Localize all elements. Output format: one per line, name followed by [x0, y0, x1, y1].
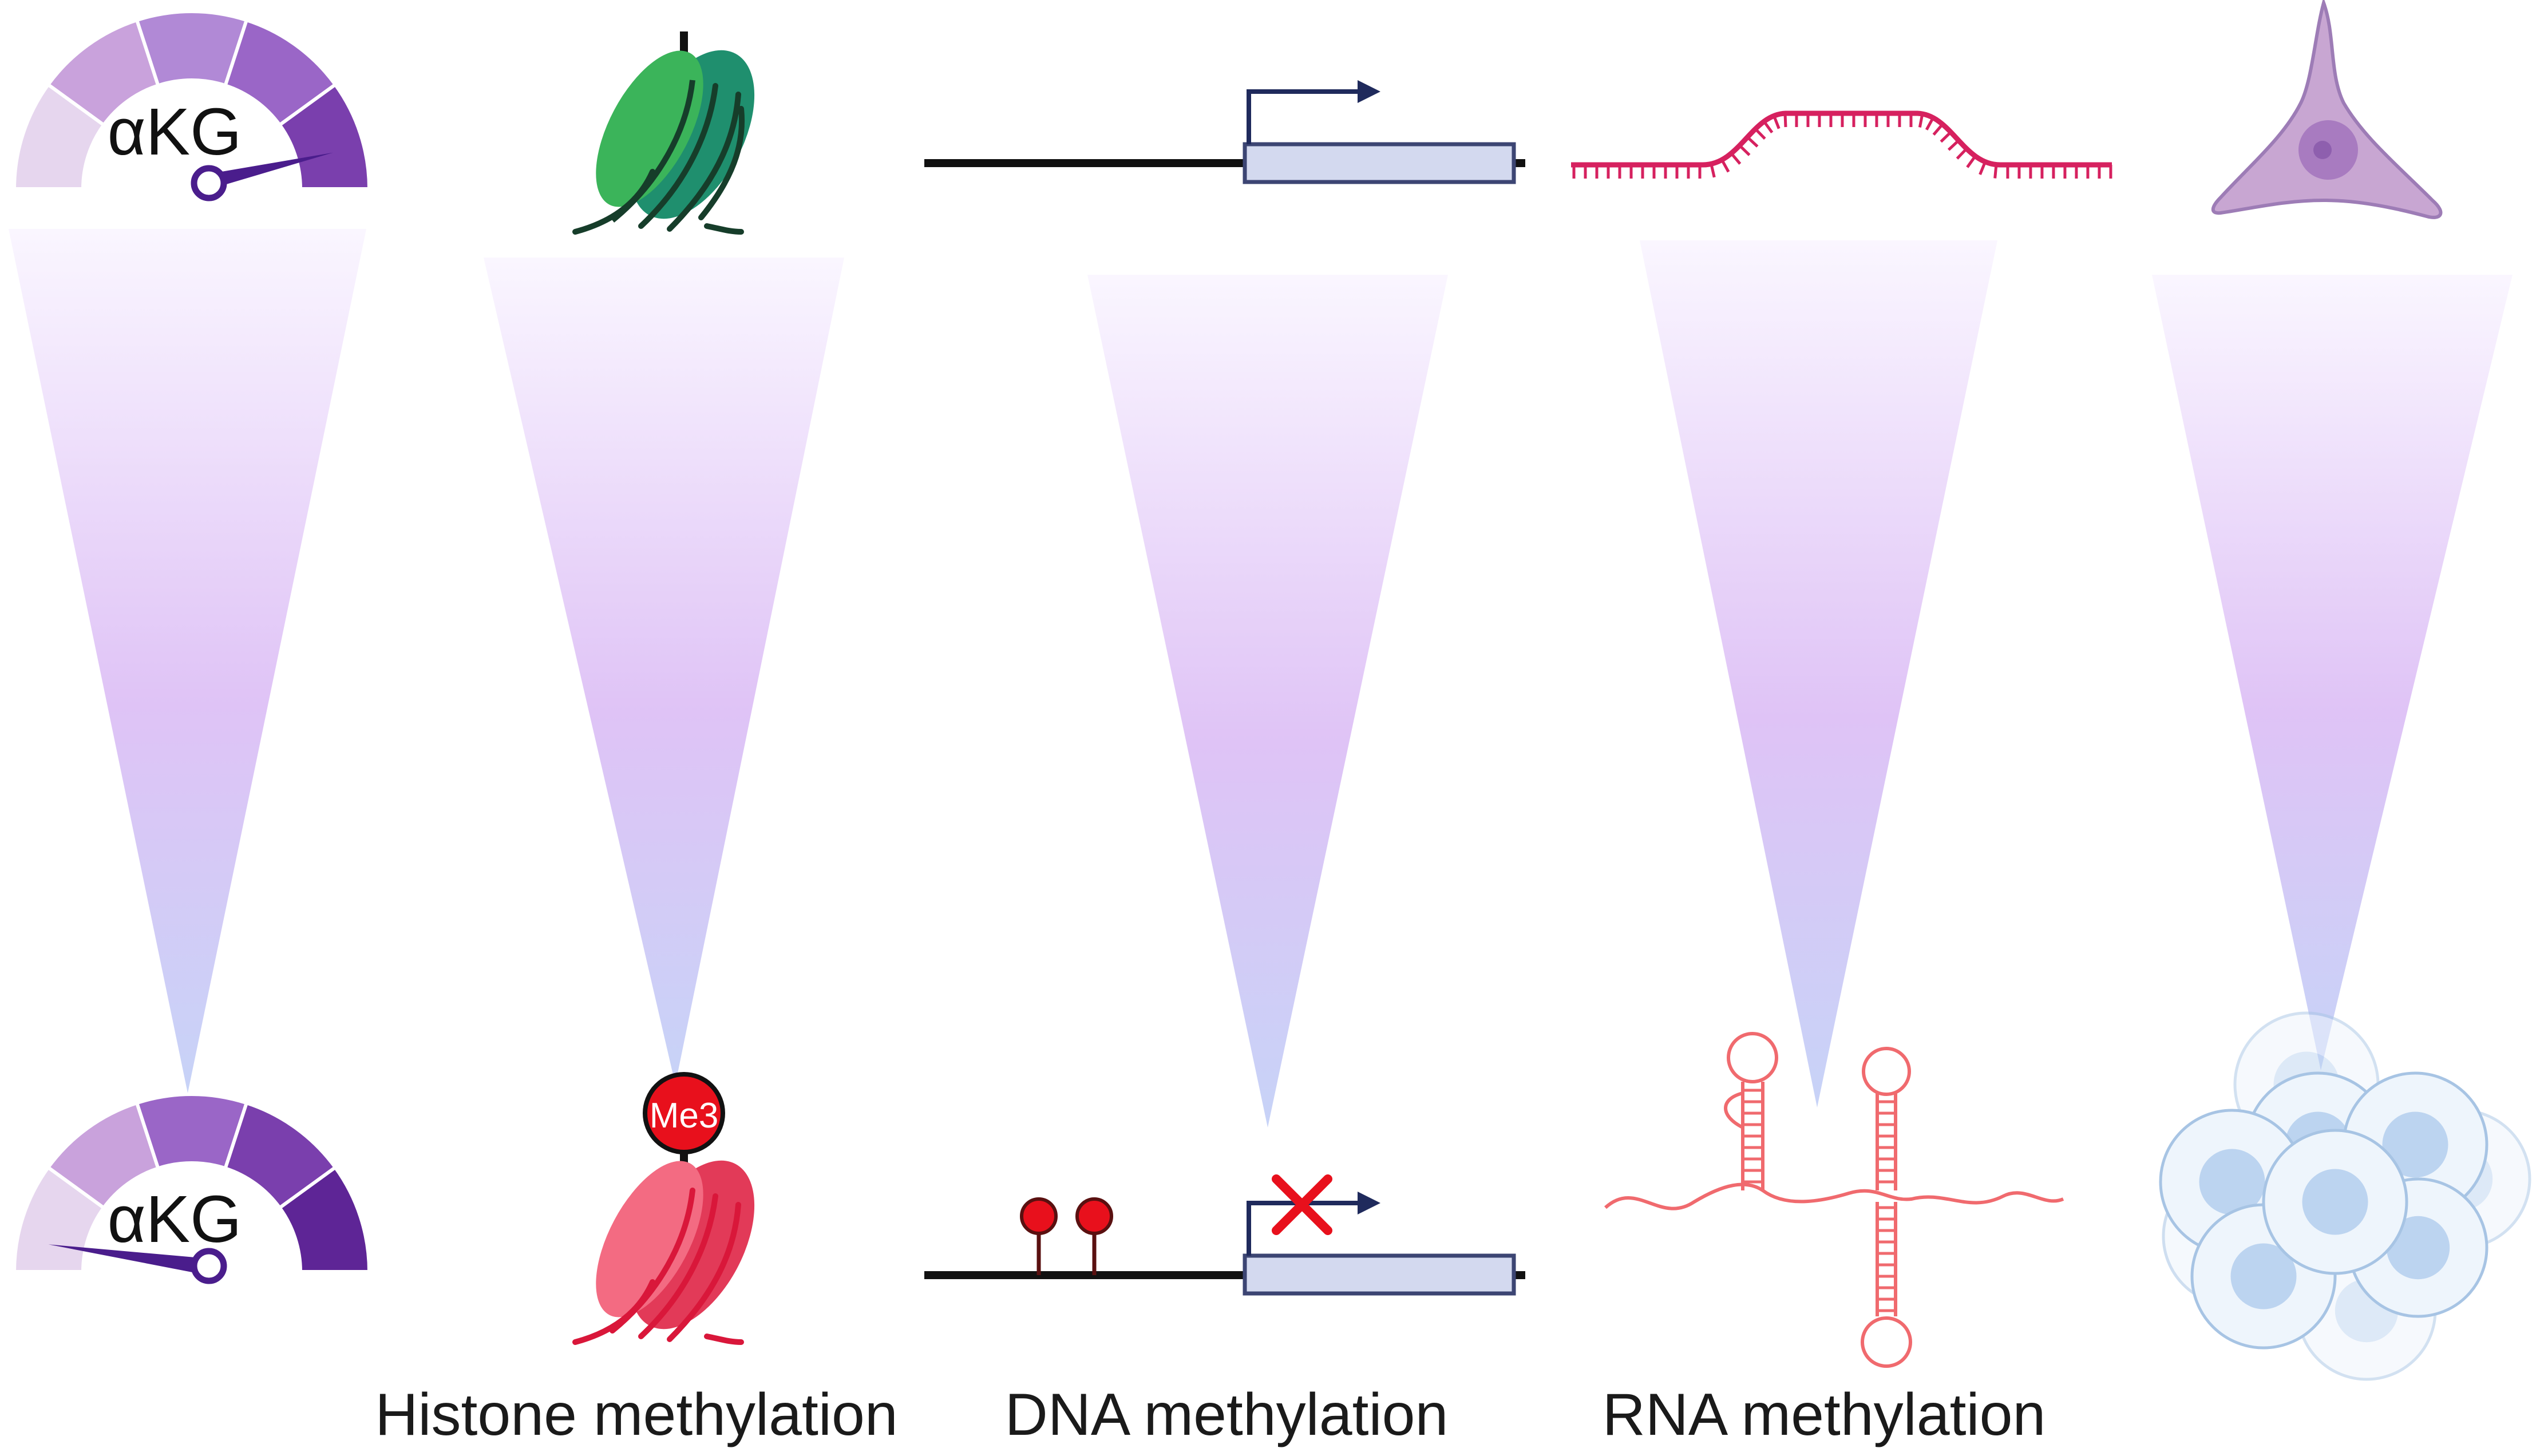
rna-backbone: [1571, 110, 2112, 168]
beam-cell: [2152, 275, 2513, 1070]
rna-base: [1730, 152, 1742, 165]
gene-body: [1243, 1253, 1516, 1296]
rna-base: [1746, 136, 1759, 148]
arrowhead: [1358, 80, 1380, 103]
block-cross: [1272, 1174, 1332, 1235]
rna-base: [1918, 113, 1924, 128]
transition-beams: [9, 229, 2513, 1127]
gauge-pivot: [191, 1248, 227, 1284]
cell-nucleus: [2199, 1149, 2265, 1215]
hairpin-loop: [1727, 1032, 1778, 1083]
rna-strand: [1604, 1182, 2064, 1210]
gauge-segment: [277, 82, 371, 191]
hairpin-right: [1876, 1093, 1897, 1190]
nucleosome-front: [596, 1161, 703, 1317]
rna-base: [1947, 139, 1960, 151]
cell-cluster: [2159, 1011, 2531, 1381]
beam-gauge: [9, 229, 366, 1093]
dna-wrap-lines: [610, 80, 695, 223]
rna-bases: [1572, 113, 2112, 179]
rna-base: [1966, 155, 1977, 168]
beam-dna: [1087, 275, 1448, 1127]
rna-base: [1783, 113, 1787, 128]
methyl-lollipop: [1075, 1197, 1113, 1235]
arrowhead: [1358, 1192, 1380, 1214]
gauge-needle: [48, 1244, 204, 1274]
gene-active: [924, 80, 1525, 184]
base-pairs: [1743, 1089, 1896, 1312]
rna-base: [1993, 164, 1998, 179]
nucleosome-front: [596, 50, 703, 207]
beam-histone: [484, 258, 844, 1085]
rna-base: [1738, 144, 1751, 156]
dna-wrap: [572, 1188, 744, 1345]
gauge-pivot: [191, 165, 227, 201]
gauge-segment: [277, 1165, 371, 1273]
gene-repressed: [924, 1174, 1525, 1296]
gauge-high: αKG: [12, 10, 371, 201]
beam-rna: [1640, 240, 1997, 1107]
single-cell: [2211, 0, 2443, 219]
rna-linear: [1571, 110, 2112, 179]
nucleosome-unmodified: [572, 31, 755, 235]
caption-histone-methylation: Histone methylation: [375, 1382, 898, 1448]
hairpin-loop: [1861, 1316, 1912, 1368]
gauge-low-label: αKG: [108, 1182, 242, 1256]
cell-nucleus: [2386, 1216, 2450, 1280]
hairpin-bottom: [1876, 1202, 1897, 1316]
gauge-needle: [200, 152, 333, 191]
bulge: [1724, 1091, 1744, 1129]
methyl-lollipop: [1020, 1197, 1058, 1235]
rna-base: [1763, 120, 1774, 134]
nucleolus: [2313, 141, 2332, 159]
caption-dna-methylation: DNA methylation: [1004, 1382, 1449, 1448]
caption-rna-methylation: RNA methylation: [1602, 1382, 2046, 1448]
cell-nucleus: [2230, 1243, 2297, 1309]
gene-body: [1243, 142, 1516, 184]
cell-body: [2211, 0, 2443, 219]
cell: [2262, 1129, 2408, 1275]
promoter-arrow: [1247, 89, 1362, 144]
rna-base: [1932, 123, 1944, 136]
rna-base: [1710, 163, 1716, 178]
gauge-low: αKG: [12, 1092, 371, 1284]
cell-nucleus: [2302, 1169, 2368, 1235]
nucleosome-methylated: Me3: [572, 1072, 755, 1345]
cell-nucleus: [2382, 1111, 2448, 1178]
rna-base: [1940, 131, 1952, 143]
me3-label: Me3: [650, 1096, 719, 1135]
rna-structured: [1604, 1032, 2064, 1368]
promoter-arrow: [1247, 1201, 1362, 1256]
rna-base: [1925, 117, 1934, 130]
rna-base: [1979, 161, 1987, 175]
hairpin-loop: [1862, 1047, 1911, 1096]
gauge-high-label: αKG: [108, 94, 242, 169]
rna-base: [1720, 159, 1730, 173]
me3-mark: [643, 1072, 725, 1154]
rna-base: [1754, 128, 1766, 140]
rna-base: [1956, 148, 1968, 160]
rna-base: [1773, 115, 1781, 129]
